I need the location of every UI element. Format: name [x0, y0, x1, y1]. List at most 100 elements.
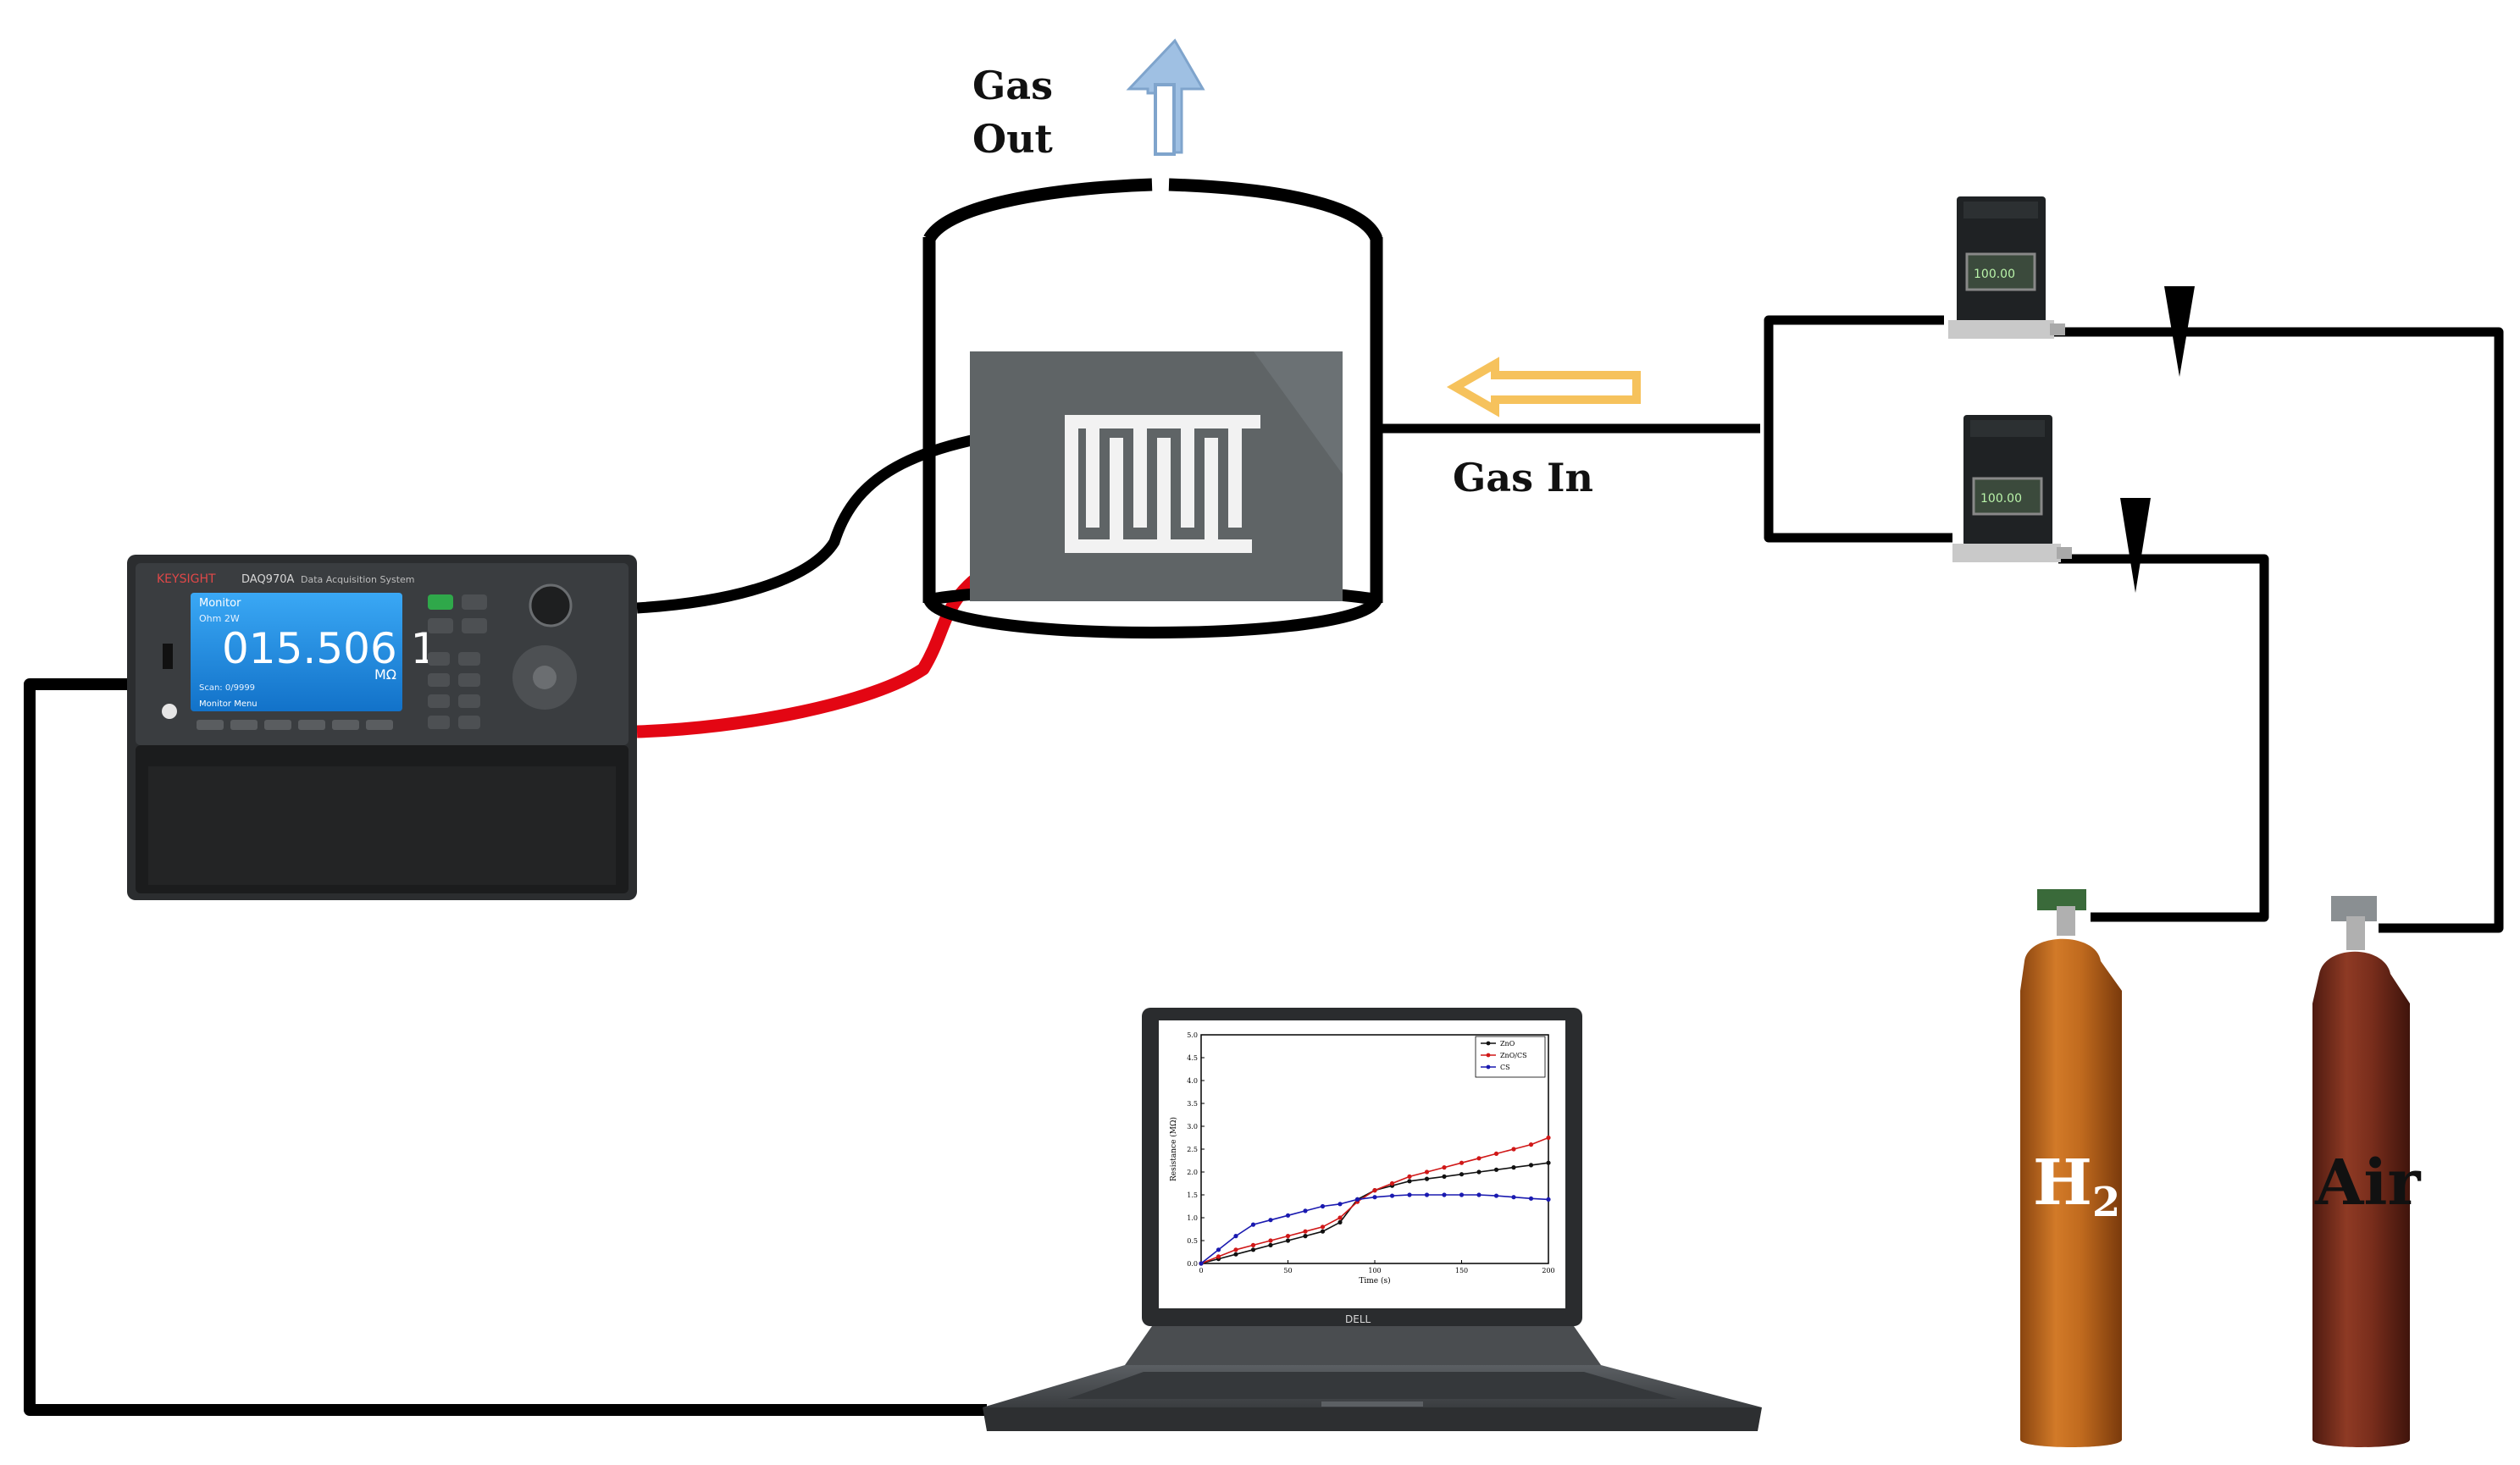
- x-axis-label: Time (s): [1359, 1276, 1390, 1285]
- daq-soft-keys[interactable]: [197, 720, 393, 730]
- x-tick-label: 0: [1199, 1267, 1203, 1274]
- daq-unit: MΩ: [374, 666, 396, 683]
- data-acquisition-unit: KEYSIGHT DAQ970A Data Acquisition System…: [127, 555, 637, 900]
- h2-flow-arrow-icon: [2120, 498, 2151, 593]
- data-point: [1303, 1229, 1308, 1234]
- data-point: [1338, 1219, 1343, 1225]
- x-tick-label: 50: [1283, 1267, 1292, 1274]
- air-label: Air: [2314, 1147, 2422, 1219]
- legend-label: CS: [1500, 1064, 1510, 1071]
- data-point: [1372, 1195, 1377, 1200]
- air-flow-arrow-icon: [2164, 286, 2195, 377]
- data-point: [1338, 1202, 1343, 1207]
- data-point: [1320, 1229, 1326, 1234]
- mass-flow-controller-air: 100.00: [1948, 196, 2065, 339]
- x-tick-label: 150: [1455, 1267, 1468, 1274]
- data-point: [1546, 1135, 1551, 1141]
- laptop-touchpad: [1321, 1401, 1423, 1407]
- data-point: [1407, 1174, 1412, 1179]
- interdigitated-electrode: [1065, 415, 1260, 553]
- data-point: [1268, 1242, 1273, 1247]
- air-cylinder: Air: [2312, 896, 2422, 1447]
- legend-label: ZnO: [1500, 1040, 1515, 1048]
- y-tick-label: 4.0: [1187, 1077, 1198, 1085]
- legend-marker: [1486, 1064, 1491, 1070]
- daq-screen-header: Monitor: [199, 597, 241, 610]
- legend-label: ZnO/CS: [1500, 1052, 1527, 1059]
- gas-out-label-line2: Out: [972, 116, 1054, 162]
- h2-label: H2: [2033, 1147, 2120, 1226]
- daq-keypad[interactable]: [428, 594, 487, 729]
- daq-model: DAQ970A: [241, 573, 294, 586]
- air-line: [2050, 327, 2504, 933]
- sensor-substrate-shade: [1254, 351, 1343, 474]
- y-tick-label: 4.5: [1187, 1054, 1198, 1062]
- data-point: [1250, 1242, 1256, 1247]
- data-point: [1442, 1174, 1447, 1179]
- y-tick-label: 3.5: [1187, 1100, 1198, 1108]
- data-point: [1511, 1147, 1516, 1152]
- data-point: [1407, 1192, 1412, 1197]
- data-point: [1338, 1215, 1343, 1220]
- data-point: [1233, 1247, 1238, 1252]
- data-point: [1476, 1192, 1482, 1197]
- mfc-h2-display: 100.00: [1980, 492, 2022, 506]
- data-point: [1303, 1234, 1308, 1239]
- h2-line: [2058, 554, 2269, 922]
- data-point: [1303, 1208, 1308, 1213]
- data-point: [1389, 1193, 1395, 1198]
- data-point: [1511, 1165, 1516, 1170]
- gas-out-arrow-icon: [1126, 38, 1205, 156]
- h2-cylinder: H2: [2020, 889, 2122, 1447]
- data-point: [1476, 1156, 1482, 1161]
- data-point: [1459, 1160, 1465, 1165]
- data-point: [1354, 1197, 1360, 1202]
- data-point: [1407, 1179, 1412, 1184]
- y-axis-label: Resistance (MΩ): [1169, 1117, 1178, 1181]
- daq-screen-row2: Scan: 0/9999: [199, 683, 255, 693]
- data-point: [1372, 1188, 1377, 1193]
- mass-flow-controller-h2: 100.00: [1952, 415, 2072, 562]
- laptop-brand: DELL: [1345, 1313, 1371, 1325]
- data-point: [1442, 1192, 1447, 1197]
- data-point: [1493, 1151, 1499, 1156]
- y-tick-label: 5.0: [1187, 1031, 1198, 1039]
- data-point: [1216, 1254, 1221, 1259]
- data-point: [1493, 1193, 1499, 1198]
- y-tick-label: 2.5: [1187, 1146, 1198, 1153]
- data-point: [1424, 1176, 1430, 1181]
- x-tick-label: 200: [1542, 1267, 1554, 1274]
- data-point: [1528, 1196, 1534, 1201]
- daq-knob[interactable]: [529, 583, 573, 627]
- y-tick-label: 0.5: [1187, 1237, 1198, 1245]
- mfc-air-display: 100.00: [1974, 268, 2015, 281]
- chamber-lid-right: [1168, 178, 1383, 242]
- data-point: [1459, 1192, 1465, 1197]
- usb-port: [163, 644, 173, 669]
- data-point: [1320, 1225, 1326, 1230]
- daq-screen-footer: Monitor Menu: [199, 699, 258, 709]
- laptop-keyboard: [1067, 1372, 1677, 1399]
- sensor-black-lead: [636, 420, 1070, 614]
- daq-nav-pad[interactable]: [512, 645, 577, 710]
- data-point: [1199, 1261, 1204, 1266]
- data-point: [1233, 1234, 1238, 1239]
- data-point: [1511, 1195, 1516, 1200]
- data-point: [1493, 1167, 1499, 1172]
- data-point: [1546, 1197, 1551, 1202]
- manifold-loop: [1764, 315, 1952, 543]
- chamber-lid-left: [923, 178, 1153, 243]
- power-button-icon[interactable]: [162, 704, 177, 719]
- y-tick-label: 1.0: [1187, 1214, 1198, 1222]
- data-point: [1424, 1169, 1430, 1175]
- data-point: [1459, 1172, 1465, 1177]
- data-point: [1285, 1238, 1291, 1243]
- y-tick-label: 0.0: [1187, 1260, 1198, 1268]
- data-point: [1250, 1247, 1256, 1252]
- data-point: [1268, 1218, 1273, 1223]
- data-point: [1233, 1252, 1238, 1257]
- data-point: [1320, 1203, 1326, 1209]
- gas-in-arrow-icon: [1446, 357, 1641, 417]
